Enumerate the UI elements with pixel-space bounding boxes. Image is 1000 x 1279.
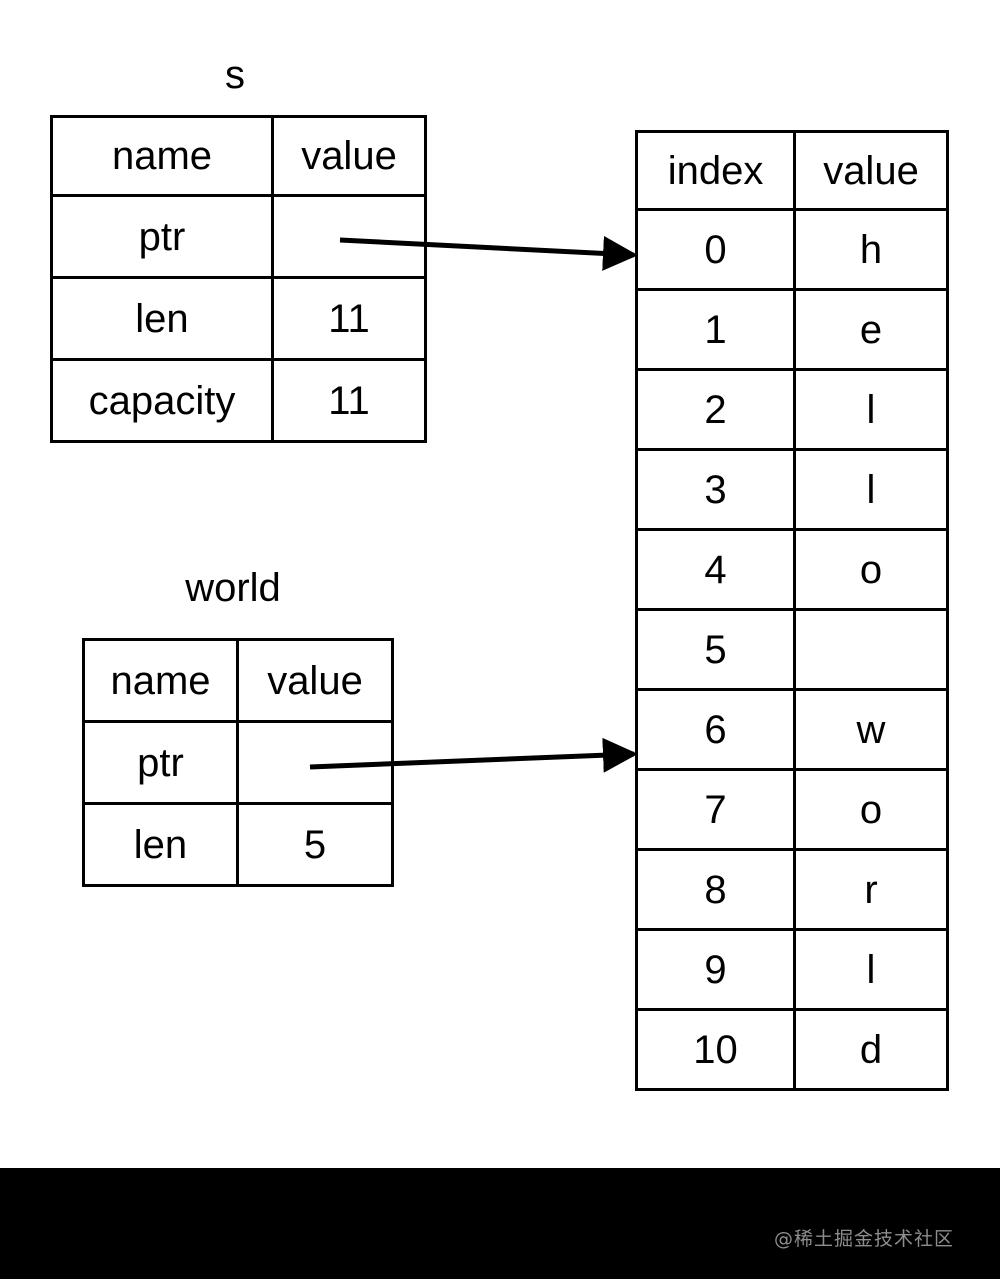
buffer-value-2: l xyxy=(793,368,949,451)
buffer-index-8: 8 xyxy=(635,848,796,931)
struct-world-table: name value ptr len 5 xyxy=(82,638,394,887)
buffer-index-2: 2 xyxy=(635,368,796,451)
buffer-value-8: r xyxy=(793,848,949,931)
struct-s-capacity-value: 11 xyxy=(271,358,427,443)
struct-world-header-value: value xyxy=(236,638,394,723)
watermark-text: @稀土掘金技术社区 xyxy=(773,1228,954,1250)
struct-s-len-name: len xyxy=(50,276,274,361)
table-row: 3 l xyxy=(635,448,949,531)
buffer-header-index: index xyxy=(635,130,796,211)
buffer-value-7: o xyxy=(793,768,949,851)
struct-world-len-value: 5 xyxy=(236,802,394,887)
buffer-index-5: 5 xyxy=(635,608,796,691)
table-row: 5 xyxy=(635,608,949,691)
struct-world-header-name-text: name xyxy=(110,658,211,703)
table-row: ptr xyxy=(82,720,394,805)
table-row: 4 o xyxy=(635,528,949,611)
buffer-value-10: d xyxy=(793,1008,949,1091)
table-row: 2 l xyxy=(635,368,949,451)
buffer-index-6: 6 xyxy=(635,688,796,771)
struct-s-title: s xyxy=(225,53,245,97)
table-row: 9 l xyxy=(635,928,949,1011)
buffer-value-6: w xyxy=(793,688,949,771)
table-row: capacity 11 xyxy=(50,358,427,443)
struct-s-len-value: 11 xyxy=(271,276,427,361)
buffer-index-10: 10 xyxy=(635,1008,796,1091)
struct-s-capacity-name-text: capacity xyxy=(88,378,236,423)
buffer-header-value-text: value xyxy=(823,148,919,193)
struct-world-len-name: len xyxy=(82,802,239,887)
buffer-value-4: o xyxy=(793,528,949,611)
table-row: index value xyxy=(635,130,949,211)
struct-world-title: world xyxy=(185,566,281,610)
table-row: 10 d xyxy=(635,1008,949,1091)
struct-s-capacity-name: capacity xyxy=(50,358,274,443)
struct-world-header-value-text: value xyxy=(267,658,363,703)
footer-bar xyxy=(0,1168,1000,1279)
struct-world-ptr-name: ptr xyxy=(82,720,239,805)
struct-s-table: name value ptr len 11 capacity 11 xyxy=(50,115,427,443)
buffer-value-1: e xyxy=(793,288,949,371)
buffer-index-3: 3 xyxy=(635,448,796,531)
table-row: 1 e xyxy=(635,288,949,371)
buffer-value-9: l xyxy=(793,928,949,1011)
buffer-index-1: 1 xyxy=(635,288,796,371)
struct-world-ptr-value xyxy=(236,720,394,805)
struct-world-header-name: name xyxy=(82,638,239,723)
buffer-index-9: 9 xyxy=(635,928,796,1011)
table-row: name value xyxy=(82,638,394,723)
table-row: len 11 xyxy=(50,276,427,361)
buffer-index-7: 7 xyxy=(635,768,796,851)
table-row: name value xyxy=(50,115,427,197)
table-row: 0 h xyxy=(635,208,949,291)
buffer-header-value: value xyxy=(793,130,949,211)
buffer-value-0: h xyxy=(793,208,949,291)
table-row: len 5 xyxy=(82,802,394,887)
buffer-index-0: 0 xyxy=(635,208,796,291)
struct-s-header-name: name xyxy=(50,115,274,197)
struct-s-ptr-name: ptr xyxy=(50,194,274,279)
table-row: 8 r xyxy=(635,848,949,931)
table-row: ptr xyxy=(50,194,427,279)
buffer-index-4: 4 xyxy=(635,528,796,611)
buffer-value-5 xyxy=(793,608,949,691)
buffer-value-3: l xyxy=(793,448,949,531)
buffer-header-index-text: index xyxy=(667,148,764,193)
buffer-table: index value 0 h 1 e 2 l 3 l 4 o xyxy=(635,130,949,1091)
struct-s-header-value: value xyxy=(271,115,427,197)
struct-s-ptr-value xyxy=(271,194,427,279)
table-row: 6 w xyxy=(635,688,949,771)
table-row: 7 o xyxy=(635,768,949,851)
